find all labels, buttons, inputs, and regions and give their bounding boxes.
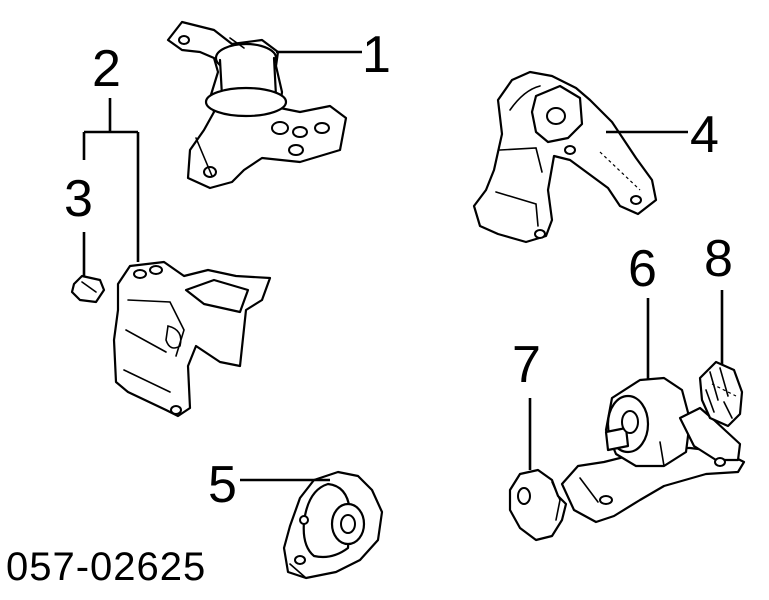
- callout-1: 1: [362, 26, 391, 84]
- reference-code: 057-02625: [6, 545, 206, 589]
- callout-3: 3: [64, 170, 93, 228]
- callout-4: 4: [690, 106, 719, 164]
- part-3-clip: [70, 274, 106, 304]
- callout-5: 5: [208, 456, 237, 514]
- part-4-rear-mount: [472, 70, 658, 244]
- leader-line-2: [82, 98, 140, 262]
- part-7-plate: [508, 468, 568, 542]
- part-8-damper: [698, 360, 744, 428]
- callout-2: 2: [92, 40, 121, 98]
- callout-6: 6: [628, 240, 657, 298]
- callout-7: 7: [512, 336, 541, 394]
- part-1-engine-mount: [166, 20, 348, 190]
- callout-8: 8: [704, 230, 733, 288]
- part-6-transmission-mount: [560, 376, 746, 524]
- part-2-bracket: [112, 260, 272, 418]
- part-5-front-mount: [282, 470, 384, 580]
